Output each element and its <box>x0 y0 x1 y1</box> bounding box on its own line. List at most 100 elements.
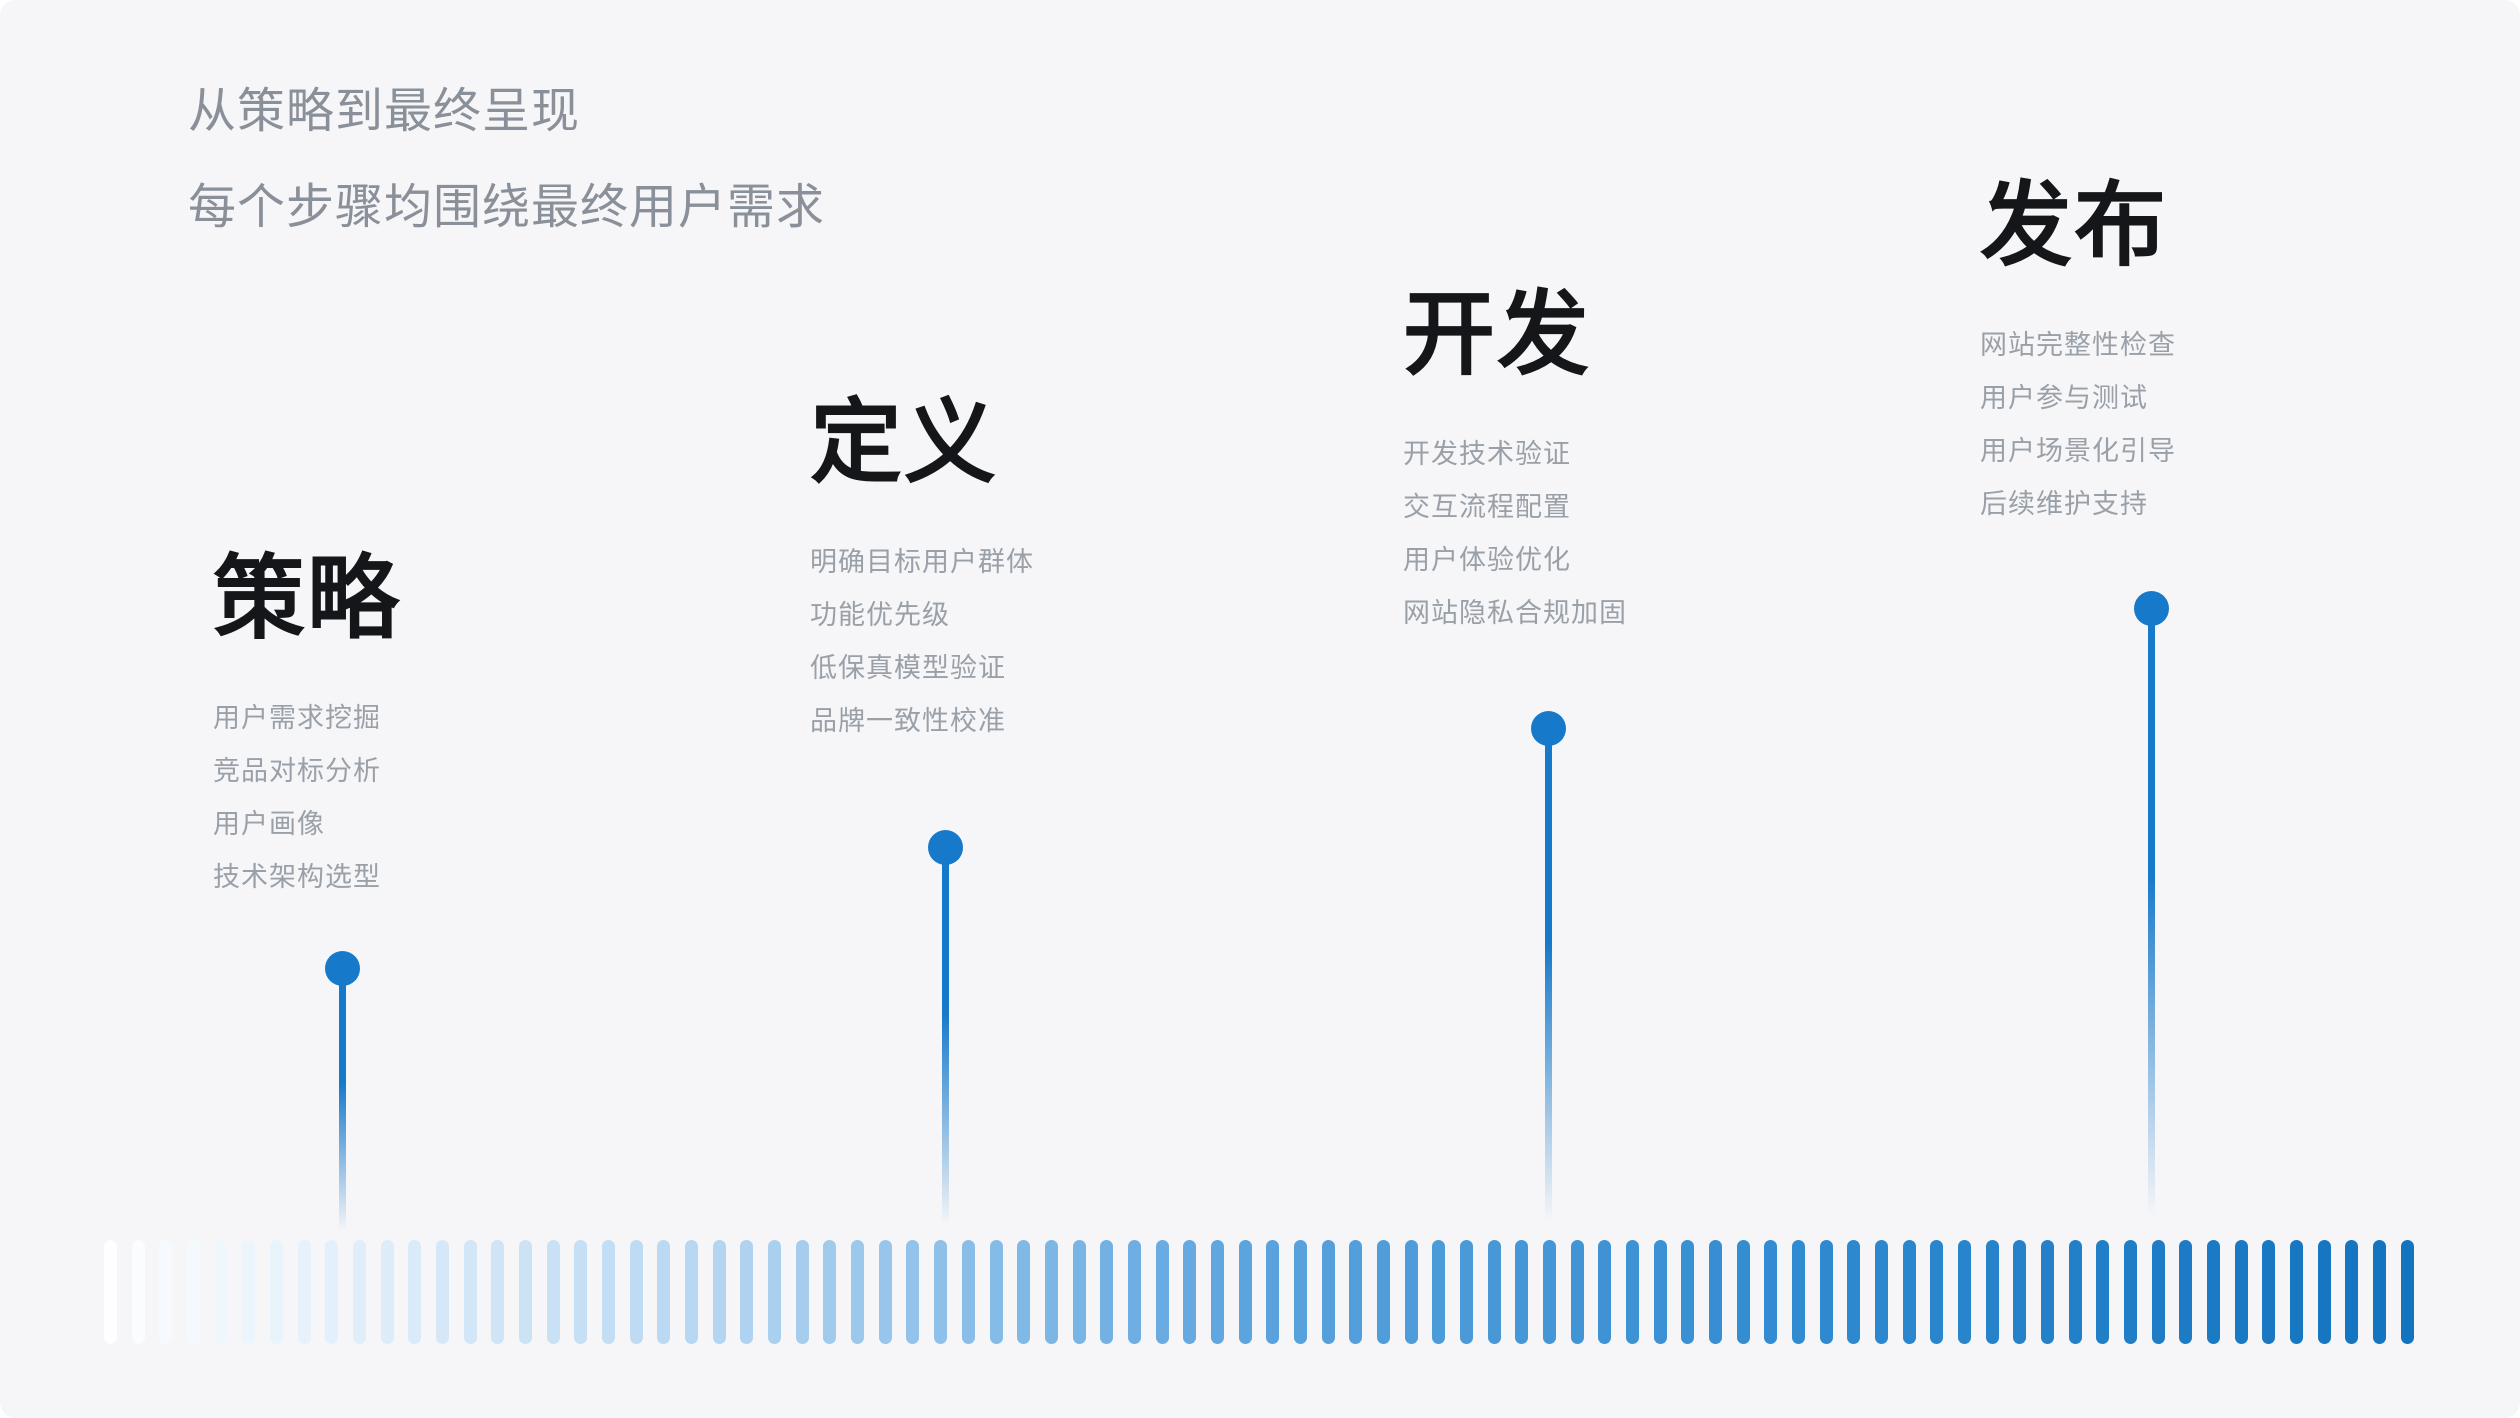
bar-dash <box>1238 1240 1252 1344</box>
stage-develop: 开发 开发技术验证交互流程配置用户体验优化网站隐私合规加固 <box>1403 289 1923 640</box>
stage-launch-title: 发布 <box>1980 175 2169 277</box>
bar-dash <box>1985 1240 1999 1344</box>
bar-dash <box>851 1240 865 1344</box>
stage-strategy-title: 策略 <box>213 548 402 650</box>
bar-dash <box>2179 1240 2193 1344</box>
bar-dash <box>2373 1240 2387 1344</box>
stage-define: 定义 明确目标用户群体功能优先级低保真模型验证品牌一致性校准 <box>810 397 1330 748</box>
stage-item: 开发技术验证 <box>1403 439 1571 469</box>
bar-dash <box>2013 1240 2027 1344</box>
bar-dash <box>1764 1240 1778 1344</box>
bar-dash <box>906 1240 920 1344</box>
bar-dash <box>1293 1240 1307 1344</box>
bar-dash <box>1542 1240 1556 1344</box>
stage-launch: 发布 网站完整性检查用户参与测试用户场景化引导后续维护支持 <box>1980 180 2500 531</box>
stage-item: 低保真模型验证 <box>810 653 1006 683</box>
stage-develop-title: 开发 <box>1403 284 1592 386</box>
stage-item: 明确目标用户群体 <box>810 547 1034 577</box>
bar-dash <box>104 1240 117 1344</box>
bar-dash <box>740 1240 754 1344</box>
bar-dash <box>574 1240 588 1344</box>
stage-launch-dot-icon <box>2134 591 2169 626</box>
stage-item: 用户体验优化 <box>1403 545 1571 575</box>
stage-define-stem <box>942 847 949 1242</box>
bar-dash <box>519 1240 533 1344</box>
bar-dash <box>2345 1240 2359 1344</box>
stage-strategy-stem <box>339 968 346 1242</box>
stage-strategy-dot-icon <box>325 951 360 986</box>
bar-dash <box>1819 1240 1833 1344</box>
stage-develop-dot-icon <box>1531 711 1566 746</box>
bar-dash <box>961 1240 975 1344</box>
bar-dash <box>1044 1240 1058 1344</box>
bar-dash <box>1708 1240 1722 1344</box>
bar-dash <box>823 1240 837 1344</box>
stage-item: 技术架构选型 <box>213 862 381 892</box>
bar-dash <box>2290 1240 2304 1344</box>
bar-dash <box>1127 1240 1141 1344</box>
bar-dash <box>1515 1240 1529 1344</box>
stage-item: 竞品对标分析 <box>213 756 381 786</box>
stage-strategy: 策略 用户需求挖掘竞品对标分析用户画像技术架构选型 <box>213 553 733 904</box>
bar-dash <box>712 1240 726 1344</box>
bar-dash <box>1791 1240 1805 1344</box>
bar-dash <box>795 1240 809 1344</box>
bar-dash <box>242 1240 256 1344</box>
bar-dash <box>657 1240 671 1344</box>
bar-dash <box>1598 1240 1612 1344</box>
stage-item: 功能优先级 <box>810 600 950 630</box>
bar-dash <box>1404 1240 1418 1344</box>
bar-dash <box>685 1240 699 1344</box>
bar-dash <box>2151 1240 2165 1344</box>
bar-dash <box>1902 1240 1916 1344</box>
bar-dash <box>546 1240 560 1344</box>
bar-dash <box>2234 1240 2248 1344</box>
bar-dash <box>1681 1240 1695 1344</box>
bar-dash <box>325 1240 339 1344</box>
stage-launch-items: 网站完整性检查用户参与测试用户场景化引导后续维护支持 <box>1980 319 2500 531</box>
bar-dash <box>1210 1240 1224 1344</box>
bar-dash <box>408 1240 422 1344</box>
stage-item: 网站完整性检查 <box>1980 330 2176 360</box>
stage-item: 网站隐私合规加固 <box>1403 598 1627 628</box>
bar-dash <box>1376 1240 1390 1344</box>
slide-subtitle-line2: 每个步骤均围绕最终用户需求 <box>188 181 826 234</box>
bar-dash <box>1875 1240 1888 1344</box>
stage-item: 用户参与测试 <box>1980 383 2148 413</box>
bar-dash <box>463 1240 477 1344</box>
slide-subtitle: 从策略到最终呈现 每个步骤均围绕最终用户需求 <box>188 64 825 256</box>
bar-dash <box>1736 1240 1750 1344</box>
bar-dash <box>989 1240 1003 1344</box>
bar-dash <box>1847 1240 1861 1344</box>
bar-dash <box>159 1240 173 1344</box>
stage-define-title: 定义 <box>810 392 999 494</box>
bar-dash <box>2124 1240 2138 1344</box>
bar-dash <box>1155 1240 1169 1344</box>
bar-dash <box>2207 1240 2221 1344</box>
stage-item: 品牌一致性校准 <box>810 706 1006 736</box>
bar-dash <box>2068 1240 2082 1344</box>
bar-dash <box>297 1240 311 1344</box>
bar-dash <box>1017 1240 1031 1344</box>
bar-dash <box>1958 1240 1972 1344</box>
bar-dash <box>2400 1240 2414 1344</box>
stage-item: 用户画像 <box>213 809 325 839</box>
bar-dash <box>1625 1240 1639 1344</box>
stage-define-dot-icon <box>928 830 963 865</box>
bar-dash <box>1487 1240 1501 1344</box>
stage-item: 用户需求挖掘 <box>213 703 381 733</box>
bar-dash <box>1653 1240 1667 1344</box>
bar-dash <box>878 1240 892 1344</box>
stage-develop-stem <box>1545 728 1552 1242</box>
bar-dash <box>2317 1240 2331 1344</box>
bar-dash <box>602 1240 616 1344</box>
bar-dash <box>353 1240 367 1344</box>
bar-dash <box>1459 1240 1473 1344</box>
slide-subtitle-line1: 从策略到最终呈现 <box>188 85 581 138</box>
bar-dash <box>436 1240 450 1344</box>
bar-dash <box>1570 1240 1584 1344</box>
bar-dash <box>768 1240 782 1344</box>
bar-dash <box>2262 1240 2276 1344</box>
bar-dash <box>1183 1240 1197 1344</box>
